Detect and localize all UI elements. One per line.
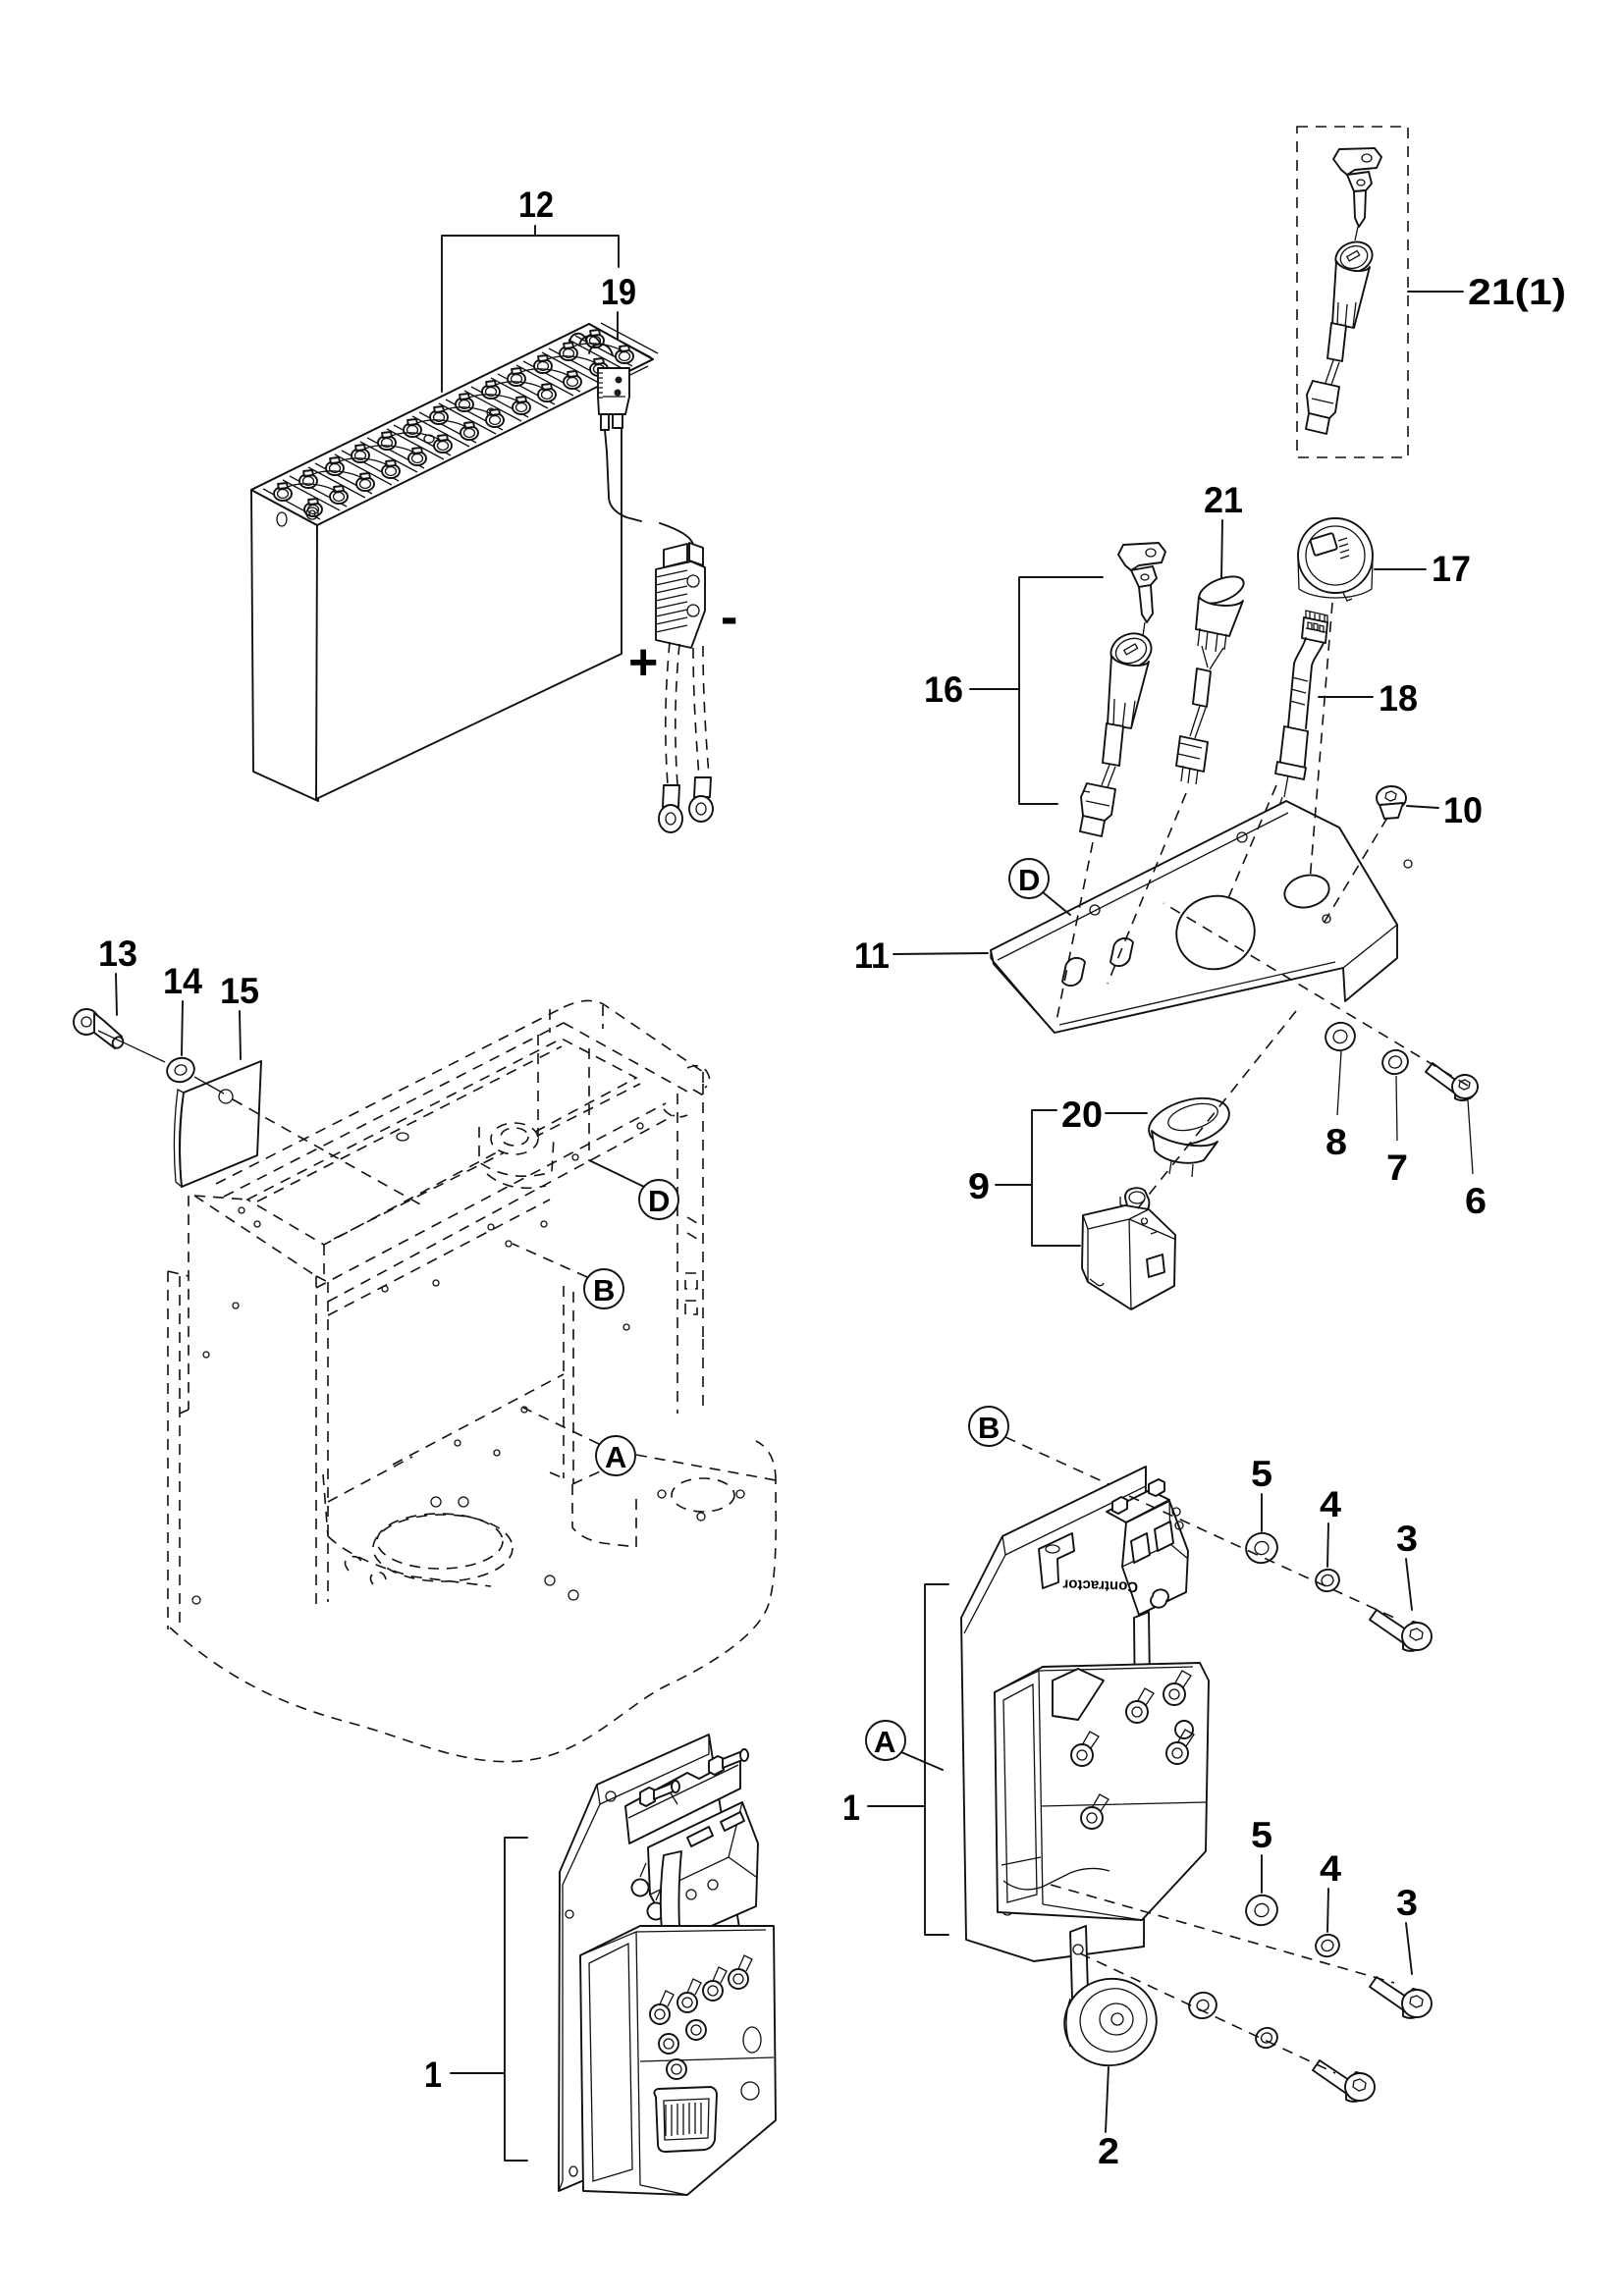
svg-text:4: 4 <box>1320 1484 1341 1524</box>
svg-text:7: 7 <box>1386 1148 1408 1188</box>
svg-text:A: A <box>874 1725 895 1759</box>
svg-text:18: 18 <box>1379 678 1418 719</box>
svg-text:3: 3 <box>1396 1883 1418 1923</box>
svg-text:6: 6 <box>1465 1181 1487 1221</box>
svg-text:20: 20 <box>1061 1095 1103 1135</box>
svg-text:+: + <box>628 634 658 691</box>
svg-text:8: 8 <box>1325 1122 1347 1162</box>
svg-text:21: 21 <box>1204 480 1243 520</box>
svg-text:2: 2 <box>1098 2131 1119 2171</box>
svg-text:Contractor: Contractor <box>1062 1575 1138 1595</box>
svg-text:10: 10 <box>1443 790 1483 830</box>
svg-text:14: 14 <box>163 961 202 1001</box>
svg-text:1: 1 <box>424 2055 442 2095</box>
svg-text:3: 3 <box>1396 1519 1418 1559</box>
svg-text:A: A <box>605 1440 626 1474</box>
svg-text:1: 1 <box>842 1788 860 1828</box>
svg-text:5: 5 <box>1251 1815 1272 1855</box>
svg-text:4: 4 <box>1320 1848 1341 1889</box>
svg-text:-: - <box>721 589 737 646</box>
svg-text:19: 19 <box>601 272 636 312</box>
svg-text:B: B <box>593 1273 615 1308</box>
svg-text:9: 9 <box>968 1166 990 1206</box>
svg-text:15: 15 <box>220 971 259 1011</box>
svg-text:11: 11 <box>854 935 890 976</box>
svg-text:21(1): 21(1) <box>1468 272 1566 312</box>
svg-text:B: B <box>978 1411 1000 1445</box>
svg-text:5: 5 <box>1251 1454 1272 1494</box>
svg-text:17: 17 <box>1432 549 1471 589</box>
svg-text:12: 12 <box>518 185 554 225</box>
svg-text:13: 13 <box>98 934 137 974</box>
svg-text:D: D <box>648 1184 670 1218</box>
svg-text:16: 16 <box>924 669 963 710</box>
svg-text:D: D <box>1018 863 1040 897</box>
